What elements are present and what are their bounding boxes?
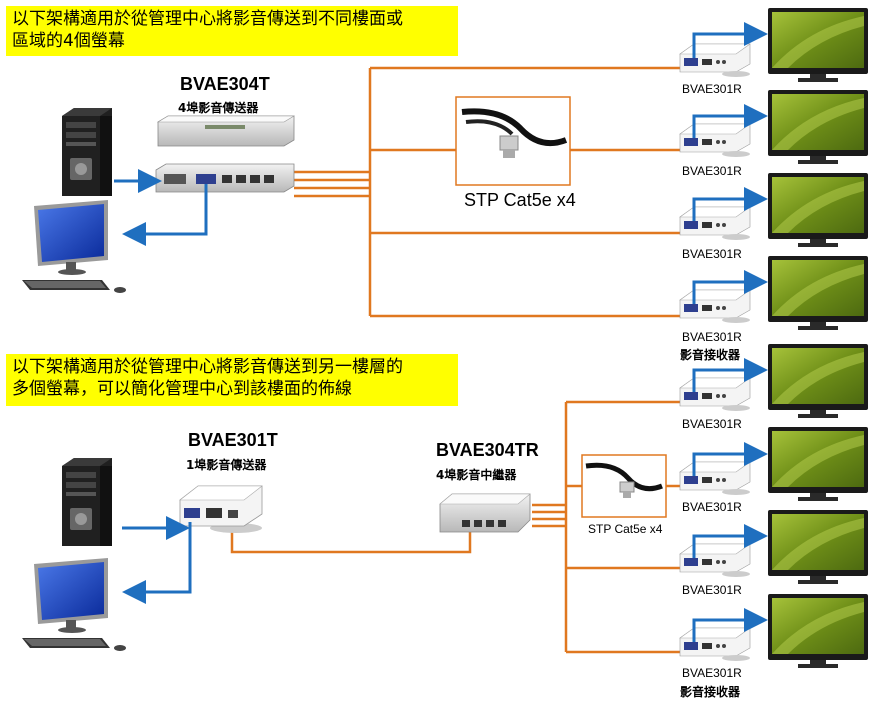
top-cable-photo — [455, 96, 571, 186]
bvae304tr-device — [439, 493, 531, 533]
bottom-note: 以下架構適用於從管理中心將影音傳送到另一樓層的 多個螢幕，可以簡化管理中心到該樓… — [6, 354, 458, 406]
bottom-receiver-label-3: BVAE301R — [682, 583, 742, 597]
bottom-transmitter-desc: 1埠影音傳送器 — [186, 458, 267, 472]
top-receiver-label-1: BVAE301R — [682, 82, 742, 96]
top-note-line2: 區域的4個螢幕 — [12, 31, 125, 51]
top-note-line1: 以下架構適用於從管理中心將影音傳送到不同樓面或 — [12, 9, 403, 29]
top-pc-tower-icon — [62, 108, 112, 196]
repeater-model: BVAE304TR — [436, 440, 539, 460]
top-transmitter-model: BVAE304T — [180, 74, 270, 94]
top-pc-monitor-icon — [22, 200, 126, 293]
top-note: 以下架構適用於從管理中心將影音傳送到不同樓面或 區域的4個螢幕 — [6, 6, 458, 56]
top-cables — [294, 66, 680, 318]
top-receiver-label-3: BVAE301R — [682, 247, 742, 261]
bvae301t-device — [179, 485, 263, 533]
bottom-transmitter-model: BVAE301T — [188, 430, 278, 450]
bottom-receiver-desc: 影音接收器 — [680, 685, 741, 699]
bottom-note-line1: 以下架構適用於從管理中心將影音傳送到另一樓層的 — [12, 357, 403, 377]
bottom-receiver-label-1: BVAE301R — [682, 417, 742, 431]
bottom-receiver-label-4: BVAE301R — [682, 666, 742, 680]
bottom-cable-label: STP Cat5e x4 — [588, 522, 663, 536]
repeater-desc: 4埠影音中繼器 — [436, 468, 517, 482]
bottom-receiver-group — [679, 344, 868, 668]
top-receiver-label-2: BVAE301R — [682, 164, 742, 178]
bottom-pc-monitor-icon — [22, 558, 126, 651]
top-signal-arrows — [114, 169, 208, 246]
top-receiver-desc: 影音接收器 — [680, 348, 741, 362]
bottom-cables — [230, 400, 680, 654]
top-transmitter-desc: 4埠影音傳送器 — [178, 101, 259, 115]
bottom-receiver-label-2: BVAE301R — [682, 500, 742, 514]
bottom-note-line2: 多個螢幕，可以簡化管理中心到該樓面的佈線 — [12, 379, 352, 399]
bottom-cable-photo — [581, 454, 667, 518]
top-receiver-group — [679, 8, 868, 330]
bottom-pc-tower-icon — [62, 458, 112, 546]
top-cable-label: STP Cat5e x4 — [464, 190, 576, 210]
top-receiver-label-4: BVAE301R — [682, 330, 742, 344]
bottom-signal-arrows — [122, 516, 192, 604]
bvae304t-device — [155, 115, 296, 193]
